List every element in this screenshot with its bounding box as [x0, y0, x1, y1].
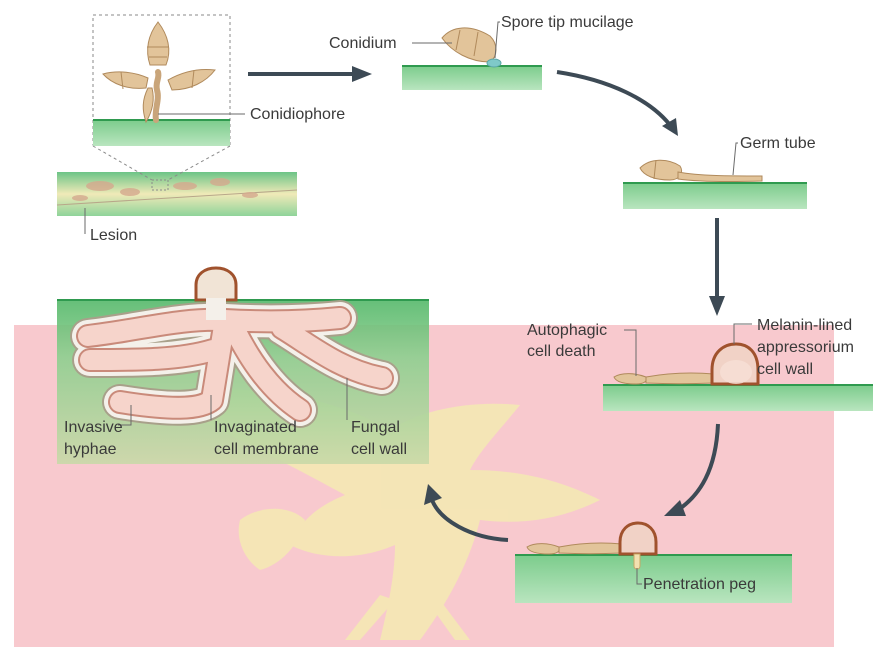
label-invasive-line2: hyphae [64, 441, 117, 458]
leaf-surface [402, 66, 542, 90]
label-autophagic-line1: Autophagic [527, 322, 607, 339]
label-lesion: Lesion [90, 227, 137, 244]
leaf-surface [623, 183, 807, 209]
label-conidium: Conidium [329, 35, 397, 52]
leaf-surface [93, 120, 230, 146]
label-invaginated-line2: cell membrane [214, 441, 319, 458]
germ-tube-panel: Germ tube [623, 135, 816, 209]
label-invasive-line1: Invasive [64, 419, 123, 436]
lesion-leaf [57, 172, 297, 216]
label-melanin-line2: appressorium [757, 339, 854, 356]
label-fungal-line1: Fungal [351, 419, 400, 436]
conidiophore-stalk [156, 72, 159, 120]
conidiophore-panel: Conidiophore Lesion [57, 15, 345, 244]
mucilage-drop [487, 59, 501, 67]
conidium-spore [442, 28, 496, 62]
label-melanin-line3: cell wall [757, 361, 813, 378]
leaf-surface [603, 385, 873, 411]
penetration-peg [634, 554, 640, 569]
invasive-hyphae-panel: Invasive hyphae Invaginated cell membran… [57, 268, 429, 464]
label-conidiophore: Conidiophore [250, 106, 345, 123]
label-fungal-line2: cell wall [351, 441, 407, 458]
label-penetration-peg: Penetration peg [643, 576, 756, 593]
label-melanin-line1: Melanin-lined [757, 317, 852, 334]
label-autophagic-line2: cell death [527, 343, 596, 360]
label-invaginated-line1: Invaginated [214, 419, 297, 436]
appressorium-dome [620, 523, 656, 554]
appressorium-dome [196, 268, 236, 300]
label-germ-tube: Germ tube [740, 135, 816, 152]
label-spore-tip-mucilage: Spore tip mucilage [501, 14, 634, 31]
